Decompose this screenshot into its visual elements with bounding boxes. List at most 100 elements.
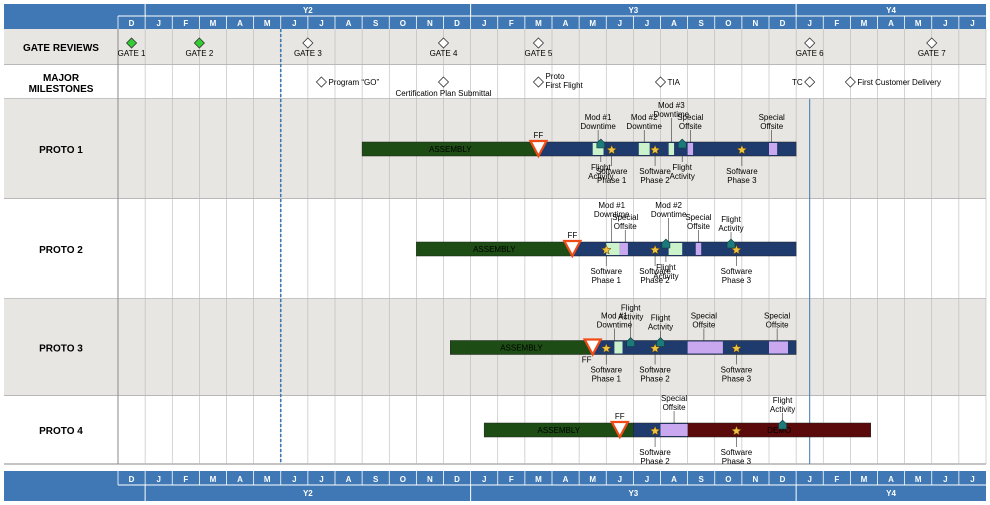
bar-segment — [619, 243, 628, 255]
gate-label: GATE 1 — [118, 49, 146, 58]
milestone-diamond — [315, 76, 328, 88]
month-label-top: S — [699, 19, 705, 28]
row-label: GATE REVIEWS — [23, 43, 99, 54]
flight-activity-icon — [661, 238, 671, 249]
month-label-top: N — [427, 19, 433, 28]
bar-label: ASSEMBLY — [538, 426, 581, 435]
software-star — [731, 342, 742, 354]
ff-triangle — [582, 338, 603, 357]
month-label-top: O — [400, 19, 406, 28]
year-label-bottom: Y2 — [303, 489, 313, 498]
month-label-top: J — [156, 19, 160, 28]
month-label-top: D — [129, 19, 135, 28]
month-label-top: J — [645, 19, 649, 28]
month-label-top: J — [618, 19, 622, 28]
bar-segment — [769, 341, 788, 354]
month-label-bottom: F — [509, 475, 514, 484]
month-label-top: F — [183, 19, 188, 28]
gate-diamond — [926, 37, 938, 49]
gate-label: GATE 6 — [796, 49, 824, 58]
row-background — [4, 29, 986, 65]
gate-diamond — [125, 37, 138, 49]
month-label-top: M — [535, 19, 542, 28]
month-label-bottom: M — [861, 475, 868, 484]
month-label-bottom: A — [671, 475, 677, 484]
year-label-top: Y2 — [303, 6, 313, 15]
month-label-top: F — [509, 19, 514, 28]
bar-segment — [687, 341, 723, 354]
row-label: PROTO 2 — [39, 245, 83, 256]
gate-diamond — [804, 37, 816, 49]
bar-segment — [687, 143, 694, 155]
bar-segment — [660, 424, 688, 436]
month-label-bottom: J — [645, 475, 649, 484]
month-label-top: J — [319, 19, 323, 28]
flight-activity-icon — [778, 419, 787, 430]
flight-activity-icon — [726, 238, 736, 249]
month-label-bottom: A — [563, 475, 569, 484]
month-label-bottom: O — [400, 475, 406, 484]
month-label-top: D — [780, 19, 786, 28]
month-label-bottom: D — [454, 475, 460, 484]
milestone-label: TIA — [668, 78, 681, 87]
month-label-top: D — [454, 19, 460, 28]
row-label: PROTO 1 — [39, 145, 83, 156]
row-label: PROTO 4 — [39, 426, 83, 437]
month-label-bottom: J — [482, 475, 486, 484]
ff-triangle — [609, 420, 630, 440]
gate-diamond — [437, 37, 450, 49]
software-star — [600, 342, 612, 354]
ff-label: FF — [615, 412, 625, 421]
gate-diamond — [302, 37, 314, 49]
milestone-label: Program “GO” — [328, 78, 379, 87]
month-label-top: J — [970, 19, 974, 28]
month-label-bottom: D — [780, 475, 786, 484]
milestone-diamond — [844, 76, 856, 88]
month-label-top: A — [237, 19, 243, 28]
software-star — [736, 144, 748, 155]
milestone-label: TC — [792, 78, 803, 87]
month-label-top: N — [753, 19, 759, 28]
milestone-label: First Customer Delivery — [857, 78, 941, 87]
month-label-bottom: F — [183, 475, 188, 484]
month-label-top: A — [346, 19, 352, 28]
flight-activity-icon — [677, 138, 687, 149]
bar-segment — [769, 143, 778, 155]
software-star — [649, 342, 661, 354]
year-label-top: Y4 — [886, 6, 896, 15]
month-label-bottom: D — [129, 475, 135, 484]
bar-segment — [606, 243, 620, 255]
month-label-bottom: N — [753, 475, 759, 484]
month-label-bottom: S — [373, 475, 379, 484]
month-label-bottom: M — [915, 475, 922, 484]
software-star — [731, 244, 742, 255]
bar-label: ASSEMBLY — [473, 245, 516, 254]
bar-segment — [695, 243, 702, 255]
month-label-top: A — [888, 19, 894, 28]
month-label-bottom: J — [618, 475, 622, 484]
month-label-bottom: J — [156, 475, 160, 484]
bar-label: ASSEMBLY — [429, 145, 472, 154]
month-label-bottom: M — [589, 475, 596, 484]
month-label-bottom: N — [427, 475, 433, 484]
milestone-diamond — [532, 76, 545, 88]
month-label-top: A — [563, 19, 569, 28]
